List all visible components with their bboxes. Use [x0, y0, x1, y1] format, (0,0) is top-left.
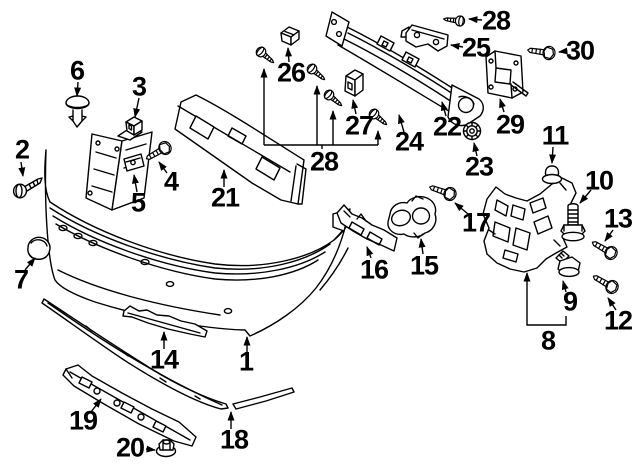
leader-19: [90, 398, 102, 413]
callout-8[interactable]: 8: [540, 325, 556, 356]
part-17-bolt: [426, 180, 459, 203]
leader-17: [454, 202, 469, 215]
part-2-screw: [14, 178, 42, 198]
leader-4: [158, 161, 168, 174]
part-11-clip: [543, 166, 562, 184]
part-29-bracket: [486, 51, 528, 98]
callout-3[interactable]: 3: [131, 71, 147, 102]
callout-29[interactable]: 29: [495, 109, 525, 140]
part-6-push-pin: [66, 96, 89, 127]
callout-28b[interactable]: 28: [309, 146, 339, 177]
leader-6: [74, 81, 82, 97]
callout-27[interactable]: 27: [344, 110, 374, 141]
leader-24: [398, 114, 405, 133]
part-28-screw-c: [321, 87, 346, 111]
leader-27: [351, 99, 359, 115]
callout-25[interactable]: 25: [461, 32, 491, 63]
leader-8: [523, 272, 567, 326]
callout-16[interactable]: 16: [359, 254, 389, 285]
part-22-impact-bar: [326, 12, 483, 126]
callout-30[interactable]: 30: [565, 35, 595, 66]
callout-19[interactable]: 19: [68, 405, 98, 436]
part-23-nut: [464, 123, 481, 140]
callout-6[interactable]: 6: [69, 55, 85, 86]
part-26-clip: [281, 27, 299, 45]
callout-20[interactable]: 20: [115, 432, 145, 463]
callout-14[interactable]: 14: [149, 344, 179, 375]
callout-1[interactable]: 1: [238, 346, 254, 377]
callout-22[interactable]: 22: [432, 111, 462, 142]
leader-lines: [18, 16, 617, 453]
part-1-bumper-cover: [45, 128, 350, 336]
leader-13: [604, 229, 614, 242]
callout-17[interactable]: 17: [461, 207, 491, 238]
callout-26[interactable]: 26: [276, 57, 306, 88]
leader-28b-rail: [264, 144, 378, 149]
part-14-bumper-strip: [123, 306, 207, 337]
leader-23: [472, 142, 480, 157]
part-13-bolt: [588, 235, 621, 263]
leader-15: [418, 238, 426, 255]
part-28-screw-b: [304, 61, 329, 85]
callout-9[interactable]: 9: [562, 286, 578, 317]
leader-9: [561, 280, 569, 293]
part-18-lower-strip: [42, 299, 294, 409]
callout-10[interactable]: 10: [584, 165, 614, 196]
part-19-lower-molding: [63, 365, 196, 446]
callout-7[interactable]: 7: [13, 264, 29, 295]
part-10-bolt: [561, 204, 585, 241]
part-27-bracket: [345, 70, 363, 96]
callout-23[interactable]: 23: [464, 151, 494, 182]
leader-30: [558, 47, 568, 55]
callout-21[interactable]: 21: [210, 182, 240, 213]
part-28-screw-a: [253, 44, 278, 68]
callout-11[interactable]: 11: [541, 120, 570, 151]
callout-12[interactable]: 12: [603, 305, 633, 336]
part-28-screw-top: [442, 13, 466, 28]
leader-25: [450, 42, 464, 50]
part-7-plug: [28, 237, 50, 259]
leader-12: [607, 297, 617, 311]
callout-18[interactable]: 18: [219, 424, 249, 455]
part-5-clip: [124, 154, 144, 171]
leader-3: [133, 97, 141, 118]
part-16-bracket: [337, 205, 397, 251]
leader-7: [24, 257, 36, 271]
callout-4[interactable]: 4: [163, 166, 179, 197]
part-21-energy-absorber: [175, 95, 306, 204]
part-15-guide: [388, 196, 436, 238]
callout-24[interactable]: 24: [394, 126, 424, 157]
callout-28a[interactable]: 28: [481, 5, 511, 36]
leader-26: [285, 47, 293, 63]
part-9-bolt: [556, 251, 580, 276]
callout-13[interactable]: 13: [603, 203, 633, 234]
part-8-side-bracket: [483, 178, 576, 272]
leader-2: [18, 161, 26, 177]
leader-28a: [468, 16, 483, 24]
leader-29: [499, 98, 506, 113]
callout-15[interactable]: 15: [409, 250, 439, 281]
callout-2[interactable]: 2: [14, 134, 30, 165]
part-12-bolt: [589, 269, 622, 297]
part-3-clip: [126, 117, 142, 135]
leader-16: [366, 246, 374, 259]
leader-11: [549, 146, 557, 164]
leader-10: [579, 189, 592, 204]
part-25-bracket: [401, 25, 448, 51]
callout-5[interactable]: 5: [130, 187, 146, 218]
leader-22: [440, 101, 448, 117]
leader-5: [132, 174, 139, 193]
part-20-nut: [157, 440, 176, 457]
part-30-bolt: [526, 42, 557, 62]
leader-20: [145, 445, 156, 453]
